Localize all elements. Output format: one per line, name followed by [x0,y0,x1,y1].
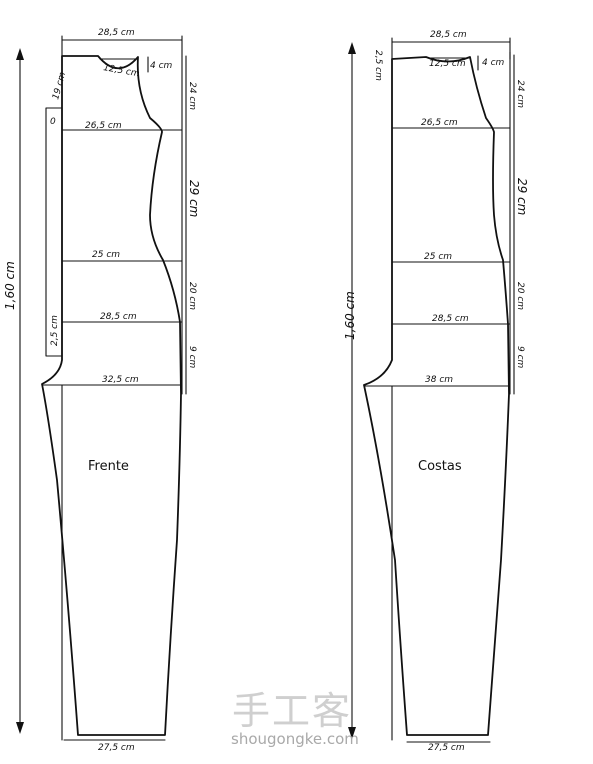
back-piece [363,37,515,741]
back-hem-label: 27,5 cm [428,743,465,753]
front-hip-crotch-label: 9 cm [187,346,197,369]
front-bust-waist-label: 29 cm [187,180,201,217]
front-piece [41,35,187,741]
back-neck-label: 12,5 cm [429,59,466,69]
front-neck-label: 12,5 cm [102,63,140,79]
back-title: Costas [418,459,462,474]
back-total-arrow-bottom [348,727,356,739]
front-crotch-label: 32,5 cm [102,375,139,385]
front-waist-hip-label: 20 cm [187,282,197,310]
back-total-arrow-top [348,42,356,54]
back-outline [363,56,510,736]
front-neck-depth-label: 4 cm [150,61,173,71]
front-zip-strip [45,107,63,357]
back-hip-crotch-label: 9 cm [515,346,525,369]
back-neck-depth-label: 4 cm [482,58,505,68]
front-total-arrow-bottom [16,722,24,734]
back-armhole-label: 24 cm [515,80,525,108]
front-shoulder-label: 28,5 cm [98,28,135,38]
back-waist-hip-label: 20 cm [515,282,525,310]
back-bust-label: 26,5 cm [421,118,458,128]
front-neck-drop-label: 19 cm [51,71,68,101]
back-bust-waist-label: 29 cm [515,178,529,215]
front-crotch-ext-label: 2,5 cm [50,315,60,346]
front-hip-label: 28,5 cm [100,312,137,322]
back-hip-label: 28,5 cm [432,314,469,324]
front-bust-label: 26,5 cm [85,121,122,131]
watermark-url: shougongke.com [231,730,359,748]
back-crotch-label: 38 cm [425,375,453,385]
front-waist-label: 25 cm [92,250,120,260]
watermark-chinese: 手工客 [232,689,352,733]
back-back-neck-label: 2,5 cm [373,50,383,81]
front-hem-label: 27,5 cm [98,743,135,753]
front-total-arrow-top [16,48,24,60]
front-total-height-label: 1,60 cm [3,261,17,310]
back-waist-label: 25 cm [424,252,452,262]
back-total-height-label: 1,60 cm [343,291,357,340]
front-outline [41,55,182,736]
front-zip-marker: 0 [50,117,56,127]
front-armhole-label: 24 cm [187,82,197,110]
back-shoulder-label: 28,5 cm [430,30,467,40]
front-title: Frente [88,459,129,474]
